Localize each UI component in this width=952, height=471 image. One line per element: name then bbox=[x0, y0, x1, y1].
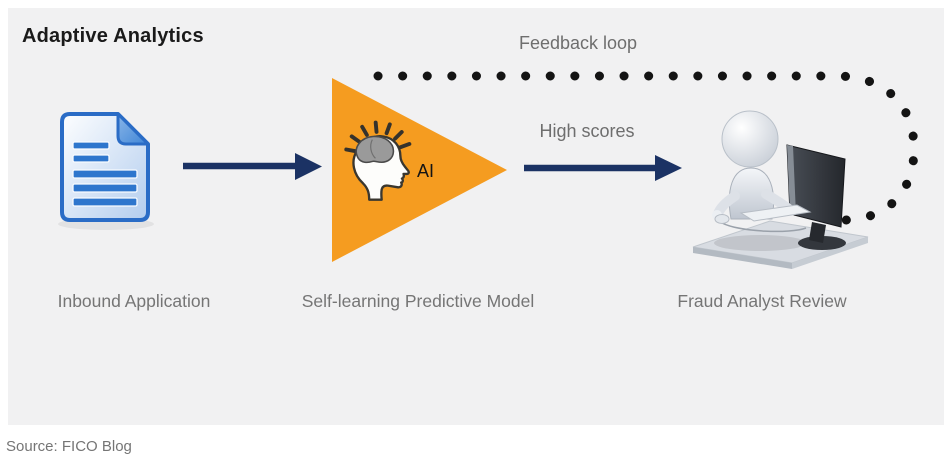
flow-arrow-inbound-to-model bbox=[183, 153, 322, 180]
fraud-analyst-label: Fraud Analyst Review bbox=[677, 291, 847, 311]
high-scores-label: High scores bbox=[539, 121, 635, 141]
predictive-model-label: Self-learning Predictive Model bbox=[301, 291, 535, 311]
flow-arrow-model-to-analyst bbox=[524, 155, 682, 181]
ai-badge: AI bbox=[417, 161, 435, 181]
feedback-loop-dotted-path bbox=[373, 71, 919, 225]
ai-head-icon bbox=[344, 120, 412, 201]
document-icon bbox=[58, 112, 154, 230]
analyst-at-computer-icon bbox=[692, 110, 869, 269]
page-title: Adaptive Analytics bbox=[22, 25, 204, 47]
inbound-application-label: Inbound Application bbox=[57, 291, 211, 311]
feedback-loop-label: Feedback loop bbox=[518, 33, 638, 53]
source-caption: Source: FICO Blog bbox=[6, 438, 132, 455]
